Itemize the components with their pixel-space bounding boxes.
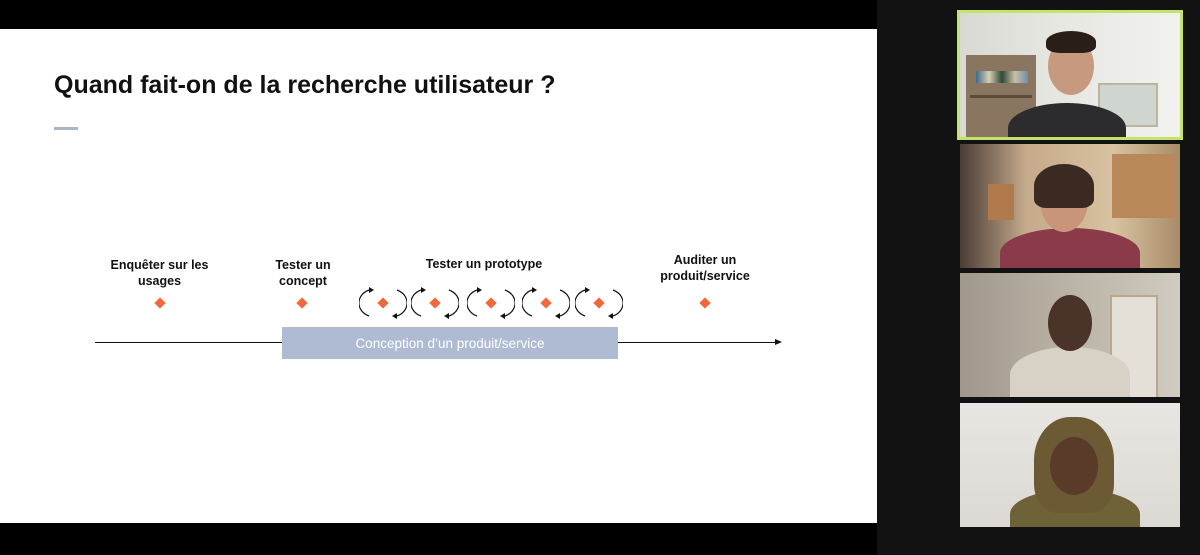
participant-head [1050,437,1098,495]
participant-body [1010,347,1130,397]
cycle-arrows-icon [467,286,515,320]
cycle-arrows-icon [575,286,623,320]
stage-label-tester-prototype: Tester un prototype [425,257,543,271]
participant-video-tile[interactable] [960,144,1180,268]
stage-label-enqueter: Enquêter sur les usages [110,258,209,288]
participant-head [1048,295,1092,351]
conception-bar: Conception d’un produit/service [282,327,618,359]
conception-label: Conception d’un produit/service [355,335,545,351]
cycle-arrows-icon [522,286,570,320]
participant-hair [1034,164,1094,208]
participant-body [1008,103,1126,137]
participant-video-tile-active-speaker[interactable] [957,10,1183,140]
participant-video-tile[interactable] [960,273,1180,397]
diamond-marker-icon [699,297,711,309]
cycle-arrows-icon [411,286,459,320]
participant-hair [1046,31,1096,53]
kitchen-cabinet [988,184,1014,220]
kitchen-cabinet [1112,154,1176,218]
participant-gallery [877,0,1200,555]
participant-body [1000,228,1140,268]
diamond-marker-icon [154,297,166,309]
participant-video-tile[interactable] [960,403,1180,527]
diamond-marker-icon [296,297,308,309]
stage-label-auditer: Auditer un produit/service [660,253,750,283]
shared-slide: Quand fait-on de la recherche utilisateu… [0,29,877,523]
timeline-arrow-icon [775,339,782,345]
slide-title: Quand fait-on de la recherche utilisateu… [54,71,556,99]
stage-label-tester-concept: Tester un concept [275,258,331,288]
title-underline [54,127,78,130]
cycle-arrows-icon [359,286,407,320]
